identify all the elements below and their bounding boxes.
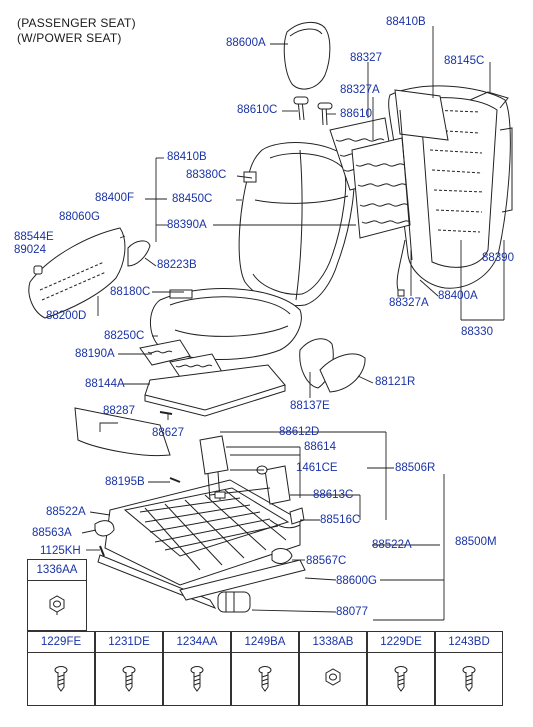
- fastener-cell-1243bd[interactable]: 1243BD: [435, 631, 503, 706]
- callout-88327a[interactable]: 88327A: [340, 84, 380, 96]
- headrest-drawing: [283, 22, 331, 90]
- fastener-cell-1229de[interactable]: 1229DE: [367, 631, 435, 706]
- fastener-code: 1229FE: [28, 632, 94, 653]
- callout-88390[interactable]: 88390: [482, 252, 514, 264]
- fastener-cell-1231de[interactable]: 1231DE: [95, 631, 163, 706]
- callout-88380c[interactable]: 88380C: [186, 169, 227, 181]
- callout-88522a[interactable]: 88522A: [46, 506, 86, 518]
- callout-88180c[interactable]: 88180C: [110, 286, 151, 298]
- fastener-code: 1229DE: [368, 632, 434, 653]
- callout-88137e[interactable]: 88137E: [290, 400, 330, 412]
- fastener-code: 1234AA: [164, 632, 230, 653]
- callout-89024[interactable]: 89024: [14, 244, 46, 256]
- callout-88410b[interactable]: 88410B: [386, 16, 426, 28]
- screw-icon: [190, 666, 204, 692]
- callout-88610c[interactable]: 88610C: [237, 104, 278, 116]
- callout-88600a[interactable]: 88600A: [226, 37, 266, 49]
- callout-1461ce[interactable]: 1461CE: [296, 462, 338, 474]
- fastener-cell-1336aa[interactable]: 1336AA: [27, 559, 87, 631]
- callout-88506r[interactable]: 88506R: [395, 462, 436, 474]
- callout-88327a-lower[interactable]: 88327A: [389, 297, 429, 309]
- callout-88627[interactable]: 88627: [152, 427, 184, 439]
- screw-icon: [462, 666, 476, 692]
- callout-88522a-right[interactable]: 88522A: [372, 539, 412, 551]
- callout-88121r[interactable]: 88121R: [375, 376, 416, 388]
- callout-88144a[interactable]: 88144A: [85, 378, 125, 390]
- callout-88610[interactable]: 88610: [340, 108, 372, 120]
- callout-88195b[interactable]: 88195B: [105, 476, 145, 488]
- callout-88400a[interactable]: 88400A: [438, 290, 478, 302]
- callout-88563a[interactable]: 88563A: [32, 527, 72, 539]
- callout-88327[interactable]: 88327: [350, 52, 382, 64]
- callout-1125kh[interactable]: 1125KH: [40, 545, 81, 557]
- callout-88400f[interactable]: 88400F: [95, 192, 135, 204]
- fastener-cell-1249ba[interactable]: 1249BA: [231, 631, 299, 706]
- callout-88567c[interactable]: 88567C: [306, 555, 347, 567]
- callout-88390a[interactable]: 88390A: [167, 219, 207, 231]
- fastener-cell-1229fe[interactable]: 1229FE: [27, 631, 95, 706]
- fastener-cell-1234aa[interactable]: 1234AA: [163, 631, 231, 706]
- fastener-cell-1338ab[interactable]: 1338AB: [299, 631, 367, 706]
- fastener-code: 1336AA: [28, 560, 86, 581]
- screw-icon: [394, 666, 408, 692]
- callout-88500m[interactable]: 88500M: [455, 536, 497, 548]
- callout-88410b-cover[interactable]: 88410B: [167, 151, 207, 163]
- callout-88223b[interactable]: 88223B: [157, 259, 197, 271]
- headrest-guide-drawing: [293, 96, 309, 105]
- fastener-code: 1338AB: [300, 632, 366, 653]
- front-cover-drawing: [74, 407, 171, 457]
- fastener-code: 1243BD: [436, 632, 502, 653]
- callout-88200d[interactable]: 88200D: [46, 310, 87, 322]
- nut-icon: [325, 668, 341, 686]
- callout-88250c[interactable]: 88250C: [104, 330, 145, 342]
- callout-88544e[interactable]: 88544E: [14, 231, 54, 243]
- callout-88330[interactable]: 88330: [461, 326, 493, 338]
- callout-88450c[interactable]: 88450C: [172, 193, 213, 205]
- diagram-title-line-1: (PASSENGER SEAT): [17, 16, 136, 30]
- seat-pad-drawing: [144, 364, 286, 411]
- callout-88600g[interactable]: 88600G: [336, 575, 377, 587]
- callout-88287[interactable]: 88287: [103, 405, 135, 417]
- screw-icon: [54, 666, 68, 692]
- callout-88516c[interactable]: 88516C: [320, 514, 361, 526]
- callout-88613c[interactable]: 88613C: [313, 489, 354, 501]
- nut-icon: [49, 595, 65, 615]
- callout-88145c[interactable]: 88145C: [444, 55, 485, 67]
- screw-icon: [258, 666, 272, 692]
- callout-88612d[interactable]: 88612D: [279, 426, 320, 438]
- callout-88060g[interactable]: 88060G: [59, 211, 100, 223]
- callout-88614[interactable]: 88614: [304, 441, 336, 453]
- fastener-code: 1231DE: [96, 632, 162, 653]
- callout-88190a[interactable]: 88190A: [75, 348, 115, 360]
- diagram-title-line-2: (W/POWER SEAT): [17, 31, 122, 45]
- fastener-code: 1249BA: [232, 632, 298, 653]
- screw-icon: [122, 666, 136, 692]
- seat-back-drawing: [238, 142, 355, 307]
- callout-88077[interactable]: 88077: [336, 606, 368, 618]
